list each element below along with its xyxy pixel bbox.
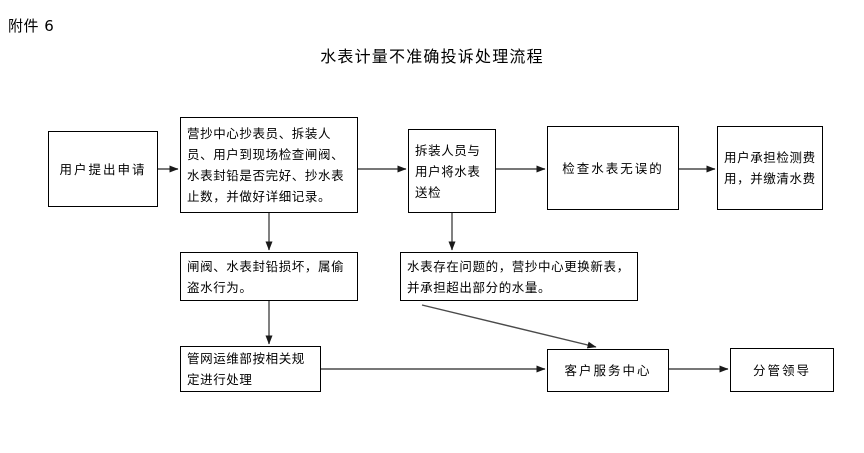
flow-node-send-meter-label: 拆装人员与用户将水表送检 [415,142,481,200]
flow-node-seal-damaged-label: 闸阀、水表封铅损坏，属偷盗水行为。 [187,258,345,295]
flow-node-customer-service[interactable]: 客户服务中心 [547,349,669,392]
flow-node-user-pays[interactable]: 用户承担检测费用，并缴清水费 [717,126,823,210]
flow-node-survey-label: 营抄中心抄表员、拆装人员、用户到现场检查闸阀、水表封铅是否完好、抄水表止数，并做… [187,126,345,204]
flow-node-survey[interactable]: 营抄中心抄表员、拆装人员、用户到现场检查闸阀、水表封铅是否完好、抄水表止数，并做… [180,117,358,213]
flow-node-leader-label: 分管领导 [752,362,811,378]
flow-node-seal-damaged[interactable]: 闸阀、水表封铅损坏，属偷盗水行为。 [180,252,358,301]
flow-node-pipeline-dept[interactable]: 管网运维部按相关规定进行处理 [180,346,321,392]
page-title: 水表计量不准确投诉处理流程 [320,47,544,66]
flow-node-meter-ok-label: 检查水表无误的 [562,160,664,176]
flow-node-send-meter[interactable]: 拆装人员与用户将水表送检 [408,129,496,213]
flow-node-apply-label: 用户提出申请 [59,161,147,177]
flow-node-customer-service-label: 客户服务中心 [564,363,652,378]
flow-node-meter-ok[interactable]: 检查水表无误的 [547,126,679,210]
flow-node-leader[interactable]: 分管领导 [730,348,834,392]
flow-node-meter-faulty[interactable]: 水表存在问题的，营抄中心更换新表，并承担超出部分的水量。 [400,252,638,301]
flow-node-user-pays-label: 用户承担检测费用，并缴清水费 [724,150,816,186]
attachment-label: 附件 6 [8,17,55,35]
flow-node-pipeline-dept-label: 管网运维部按相关规定进行处理 [187,351,305,387]
flow-node-meter-faulty-label: 水表存在问题的，营抄中心更换新表，并承担超出部分的水量。 [407,258,630,295]
edge-replace-to-service [421,304,597,349]
flow-node-apply[interactable]: 用户提出申请 [48,131,158,207]
